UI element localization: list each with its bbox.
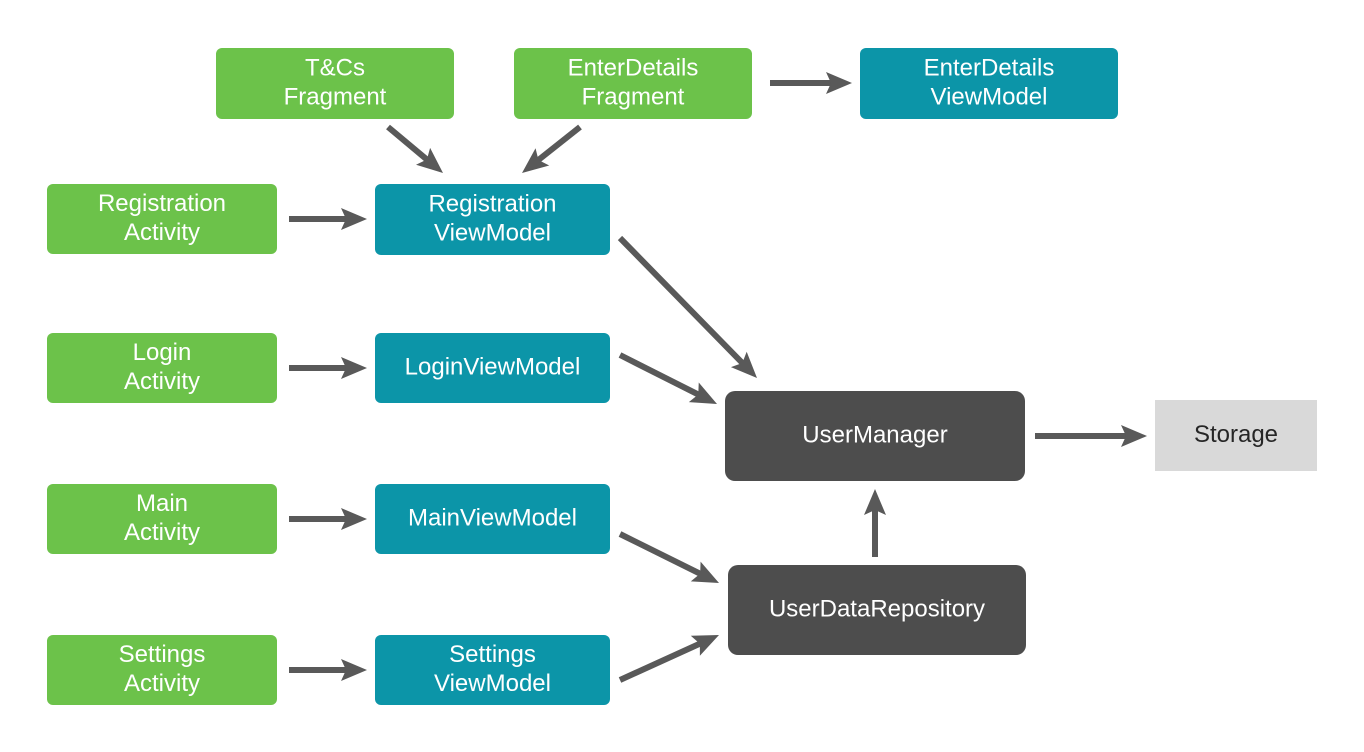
- edge-tcs-fragment-to-registration-viewmodel-arrowhead: [416, 147, 443, 173]
- user-manager-node[interactable]: UserManager: [725, 391, 1025, 481]
- edge-enterdetails-fragment-to-registration-viewmodel-shaft: [535, 124, 582, 163]
- edge-settings-viewmodel-to-user-data-repository-arrowhead: [690, 635, 719, 656]
- edge-main-viewmodel-to-user-data-repository-shaft: [618, 531, 703, 577]
- tcs-fragment-node-box[interactable]: [216, 48, 454, 119]
- enterdetails-viewmodel-node-box[interactable]: [860, 48, 1118, 119]
- edge-tcs-fragment-to-registration-viewmodel-shaft: [386, 124, 430, 163]
- main-viewmodel-node[interactable]: MainViewModel: [375, 484, 610, 554]
- edge-user-manager-to-storage-arrowhead: [1121, 425, 1147, 447]
- edge-user-manager-to-storage: [1035, 425, 1147, 447]
- edge-login-viewmodel-to-user-manager-shaft: [618, 352, 701, 398]
- edge-enterdetails-fragment-to-enterdetails-viewmodel: [770, 72, 852, 94]
- enterdetails-fragment-node-box[interactable]: [514, 48, 752, 119]
- settings-activity-node-box[interactable]: [47, 635, 277, 705]
- edge-settings-activity-to-settings-viewmodel-arrowhead: [341, 659, 367, 681]
- edge-settings-viewmodel-to-user-data-repository: [618, 635, 719, 683]
- registration-activity-node-box[interactable]: [47, 184, 277, 254]
- edge-registration-viewmodel-to-user-manager: [617, 235, 757, 378]
- edge-registration-activity-to-registration-viewmodel-arrowhead: [341, 208, 367, 230]
- main-viewmodel-node-box[interactable]: [375, 484, 610, 554]
- user-data-repository-node[interactable]: UserDataRepository: [728, 565, 1026, 655]
- edge-registration-activity-to-registration-viewmodel: [289, 208, 367, 230]
- edge-main-viewmodel-to-user-data-repository: [618, 531, 719, 583]
- edge-enterdetails-fragment-to-enterdetails-viewmodel-arrowhead: [826, 72, 852, 94]
- edge-registration-viewmodel-to-user-manager-arrowhead: [730, 351, 757, 378]
- settings-viewmodel-node-box[interactable]: [375, 635, 610, 705]
- edge-main-activity-to-main-viewmodel-arrowhead: [341, 508, 367, 530]
- edges-layer: [289, 72, 1147, 683]
- edge-user-data-repository-to-user-manager-arrowhead: [864, 489, 886, 515]
- edge-login-viewmodel-to-user-manager-arrowhead: [688, 382, 717, 404]
- registration-viewmodel-node-box[interactable]: [375, 184, 610, 255]
- edge-login-activity-to-login-viewmodel: [289, 357, 367, 379]
- user-manager-node-box[interactable]: [725, 391, 1025, 481]
- edge-enterdetails-fragment-to-registration-viewmodel-arrowhead: [522, 148, 550, 173]
- edge-settings-viewmodel-to-user-data-repository-shaft: [618, 640, 703, 683]
- edge-tcs-fragment-to-registration-viewmodel: [386, 124, 443, 173]
- edge-login-activity-to-login-viewmodel-arrowhead: [341, 357, 367, 379]
- main-activity-node-box[interactable]: [47, 484, 277, 554]
- edge-enterdetails-fragment-to-registration-viewmodel: [522, 124, 582, 173]
- edge-main-viewmodel-to-user-data-repository-arrowhead: [690, 561, 719, 583]
- storage-node-box[interactable]: [1155, 400, 1317, 471]
- login-activity-node-box[interactable]: [47, 333, 277, 403]
- edge-user-data-repository-to-user-manager: [864, 489, 886, 557]
- edge-settings-activity-to-settings-viewmodel: [289, 659, 367, 681]
- login-viewmodel-node[interactable]: LoginViewModel: [375, 333, 610, 403]
- edge-registration-viewmodel-to-user-manager-shaft: [617, 235, 746, 366]
- storage-node[interactable]: Storage: [1155, 400, 1317, 471]
- user-data-repository-node-box[interactable]: [728, 565, 1026, 655]
- edge-main-activity-to-main-viewmodel: [289, 508, 367, 530]
- edge-login-viewmodel-to-user-manager: [618, 352, 717, 404]
- login-viewmodel-node-box[interactable]: [375, 333, 610, 403]
